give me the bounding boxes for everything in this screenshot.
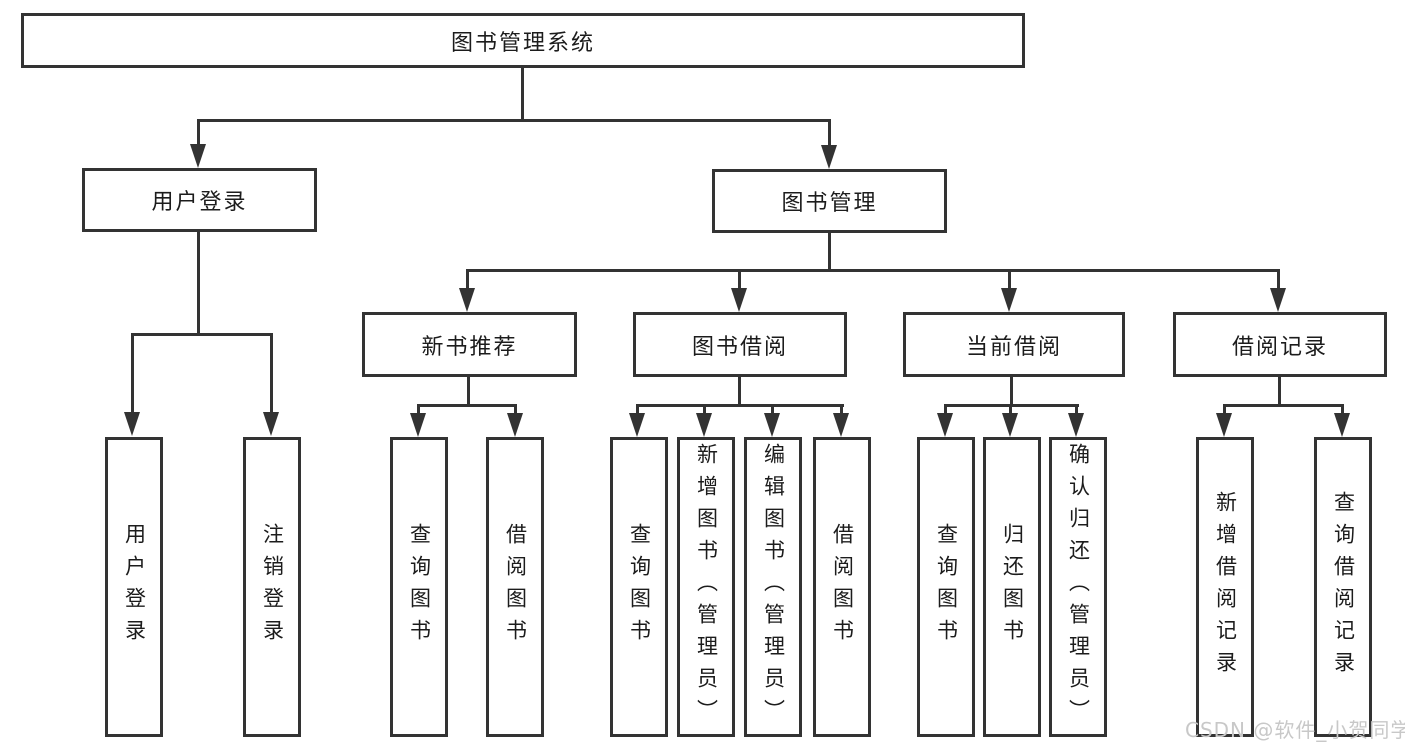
leaf-logout: 注销登录 [243, 437, 301, 737]
csdn-watermark: CSDN @软件_小贺同学 [1185, 718, 1405, 742]
connector-root-stem [521, 68, 524, 121]
connector-drop-leaf [703, 404, 706, 416]
connector-drop-leaf [636, 404, 639, 416]
connector-drop-leaf [1223, 404, 1226, 416]
connector-level2-rail [197, 119, 831, 122]
connector-level3-rail [466, 269, 1280, 272]
leaf-add-borrow-record: 新增借阅记录 [1196, 437, 1254, 737]
arrow-down-icon [1270, 288, 1286, 312]
leaf-borrow-books: 借阅图书 [813, 437, 871, 737]
arrow-down-icon [410, 413, 426, 437]
connector-drop-leaf [270, 333, 273, 413]
connector-book-management-stem [828, 232, 831, 272]
arrow-down-icon [696, 413, 712, 437]
leaf-add-books-admin: 新增图书（管理员） [677, 437, 735, 737]
connector-drop-leaf [514, 404, 517, 416]
leaf-query-books-recommend: 查询图书 [390, 437, 448, 737]
connector-drop-borrow-records [1277, 269, 1280, 291]
connector-drop-leaf [1341, 404, 1344, 416]
connector-current-borrow-stem [1010, 376, 1013, 406]
arrow-down-icon [124, 412, 140, 436]
leaf-confirm-return-admin: 确认归还（管理员） [1049, 437, 1107, 737]
leaf-return-books: 归还图书 [983, 437, 1041, 737]
node-book-borrow: 图书借阅 [633, 312, 847, 377]
leaf-query-books-current: 查询图书 [917, 437, 975, 737]
arrow-down-icon [1002, 413, 1018, 437]
arrow-down-icon [1001, 288, 1017, 312]
arrow-down-icon [937, 413, 953, 437]
connector-drop-leaf [417, 404, 420, 416]
connector-book-borrow-rail [636, 404, 844, 407]
arrow-down-icon [731, 288, 747, 312]
connector-drop-leaf [840, 404, 843, 416]
leaf-borrow-books-recommend: 借阅图书 [486, 437, 544, 737]
arrow-down-icon [821, 145, 837, 169]
node-user-login: 用户登录 [82, 168, 317, 232]
connector-user-login-rail [131, 333, 273, 336]
arrow-down-icon [1216, 413, 1232, 437]
arrow-down-icon [507, 413, 523, 437]
connector-new-book-rail [417, 404, 517, 407]
leaf-user-login: 用户登录 [105, 437, 163, 737]
arrow-down-icon [190, 144, 206, 168]
connector-drop-current-borrow [1008, 269, 1011, 291]
connector-drop-leaf [771, 404, 774, 416]
node-library-management-system: 图书管理系统 [21, 13, 1025, 68]
connector-drop-book-borrow [738, 269, 741, 291]
arrow-down-icon [263, 412, 279, 436]
leaf-query-books-borrow: 查询图书 [610, 437, 668, 737]
node-new-book-recommend: 新书推荐 [362, 312, 577, 377]
connector-user-login-stem [197, 231, 200, 335]
connector-drop-leaf [944, 404, 947, 416]
connector-borrow-records-rail [1223, 404, 1344, 407]
connector-drop-leaf [131, 333, 134, 413]
connector-new-book-stem [467, 376, 470, 406]
connector-drop-leaf [1075, 404, 1078, 416]
arrow-down-icon [1068, 413, 1084, 437]
node-book-management: 图书管理 [712, 169, 947, 233]
connector-borrow-records-stem [1278, 376, 1281, 406]
node-current-borrow: 当前借阅 [903, 312, 1125, 377]
connector-drop-user-login [197, 119, 200, 148]
arrow-down-icon [764, 413, 780, 437]
connector-drop-new-book [466, 269, 469, 291]
leaf-query-borrow-record: 查询借阅记录 [1314, 437, 1372, 737]
connector-drop-leaf [1009, 404, 1012, 416]
arrow-down-icon [1334, 413, 1350, 437]
node-borrow-records: 借阅记录 [1173, 312, 1387, 377]
connector-book-borrow-stem [738, 376, 741, 406]
arrow-down-icon [833, 413, 849, 437]
arrow-down-icon [629, 413, 645, 437]
arrow-down-icon [459, 288, 475, 312]
connector-drop-book-management [828, 119, 831, 148]
leaf-edit-books-admin: 编辑图书（管理员） [744, 437, 802, 737]
